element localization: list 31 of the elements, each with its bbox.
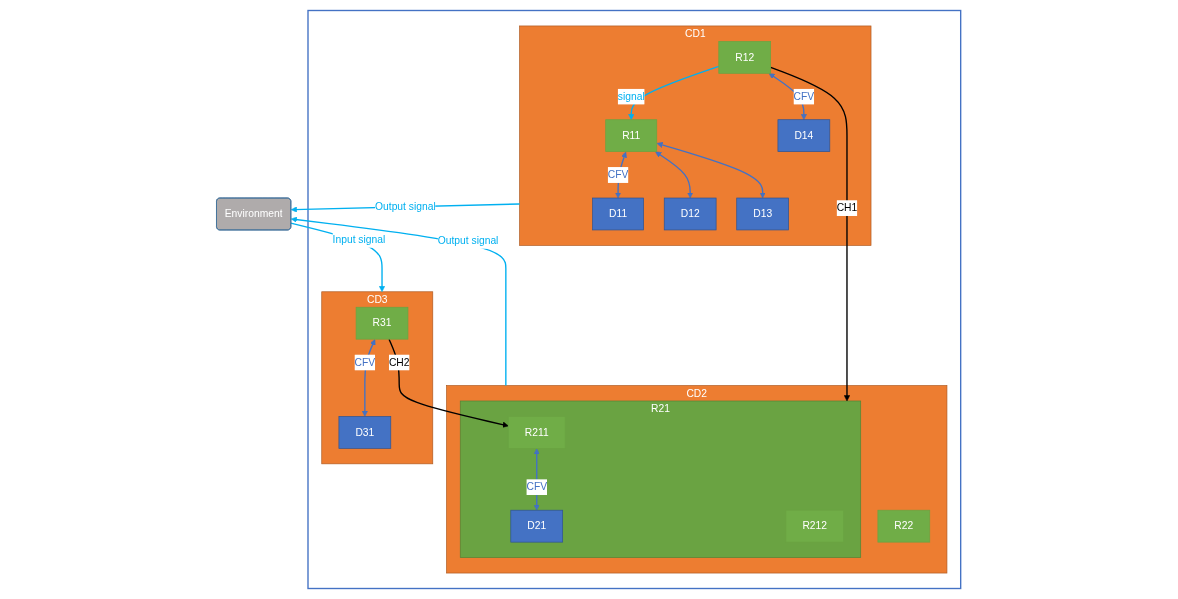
node-box: R12 bbox=[718, 41, 772, 74]
node-box: D31 bbox=[338, 416, 392, 449]
arrow bbox=[615, 151, 628, 199]
arrow bbox=[628, 65, 720, 120]
arrow bbox=[534, 448, 541, 511]
edge-label: Output signal bbox=[375, 200, 437, 213]
node-box: R22 bbox=[877, 509, 931, 543]
edge-label: signal bbox=[618, 90, 646, 102]
edge-label: CH2 bbox=[389, 356, 410, 368]
arrow bbox=[290, 222, 386, 293]
edge-label: Output signal bbox=[438, 234, 499, 247]
edge-label: CFV bbox=[526, 480, 548, 493]
edge-label: CFV bbox=[793, 90, 815, 102]
edge-label: CFV bbox=[608, 168, 629, 181]
edge-label: CFV bbox=[354, 356, 376, 368]
node-box: D14 bbox=[778, 119, 831, 152]
arrow bbox=[291, 216, 507, 387]
cluster bbox=[307, 9, 962, 590]
edge-label: Input signal bbox=[333, 233, 386, 246]
arrow bbox=[388, 338, 509, 428]
node-box: D11 bbox=[592, 197, 645, 231]
node-box: D13 bbox=[736, 197, 790, 231]
edge-label: CH1 bbox=[837, 201, 858, 214]
arrow bbox=[657, 142, 767, 199]
arrow bbox=[362, 339, 376, 417]
node-box: D21 bbox=[510, 509, 564, 543]
node-box: R31 bbox=[356, 306, 409, 340]
node-box: R211 bbox=[508, 416, 566, 449]
node-box: R11 bbox=[605, 119, 658, 152]
arrow bbox=[655, 151, 694, 199]
node-box: D12 bbox=[664, 197, 717, 231]
